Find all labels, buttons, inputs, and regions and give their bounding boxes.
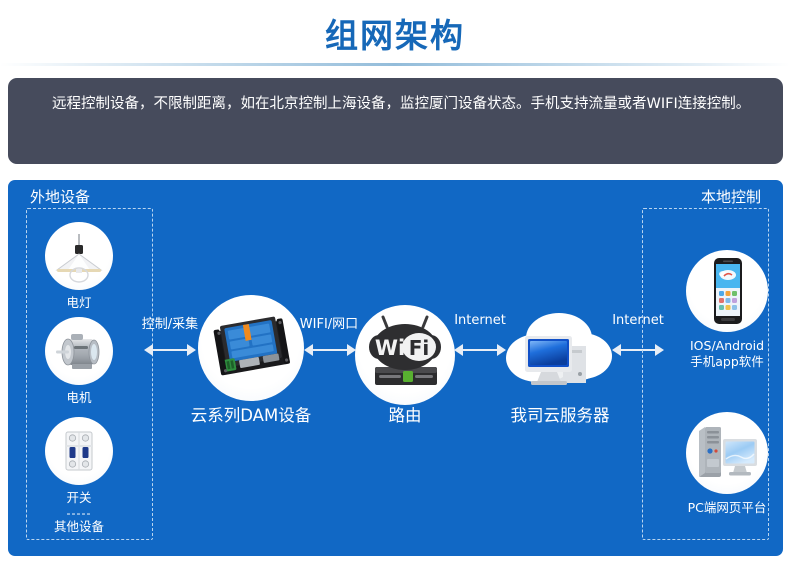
desktop-pc-glyph	[699, 427, 757, 477]
double-arrow-1	[144, 343, 196, 357]
lamp-glyph	[55, 234, 103, 283]
title-divider	[0, 63, 790, 66]
link-label-internet-2: Internet	[612, 313, 664, 328]
lamp-icon	[45, 222, 113, 290]
smartphone-glyph	[714, 258, 742, 324]
dam-device-label: 云系列DAM设备	[190, 406, 312, 425]
motor-label: 电机	[66, 390, 92, 405]
diagram-panel: 外地设备 电灯	[8, 180, 783, 556]
cloud-server-icon	[497, 300, 622, 405]
pc-web-label: PC端网页平台	[687, 500, 767, 515]
svg-text:Fi: Fi	[409, 336, 430, 360]
left-group-title: 外地设备	[30, 188, 91, 206]
page-title: 组网架构	[325, 16, 465, 55]
lamp-label: 电灯	[66, 295, 92, 310]
left-group-box	[26, 208, 153, 540]
cloud-server-glyph	[506, 313, 612, 385]
right-group-box	[642, 208, 769, 540]
switch-label: 开关	[66, 490, 92, 505]
link-label-wifi-lan: WIFI/网口	[299, 317, 359, 332]
dam-board-glyph	[213, 316, 290, 376]
desktop-pc-icon	[686, 412, 768, 494]
right-group-title: 本地控制	[700, 188, 761, 206]
more-devices-label: 其他设备	[53, 519, 104, 534]
switch-icon	[45, 417, 113, 485]
router-label: 路由	[388, 406, 422, 425]
dam-device-icon	[198, 295, 304, 401]
wifi-router-glyph: Wi Fi	[369, 315, 441, 385]
motor-glyph	[56, 334, 100, 369]
link-label-control-collect: 控制/采集	[141, 317, 199, 332]
motor-icon	[45, 317, 113, 385]
breaker-glyph	[65, 431, 93, 471]
double-arrow-2	[304, 343, 356, 357]
mobile-app-label: IOS/Android 手机app软件	[690, 338, 764, 369]
more-devices-divider: -----	[66, 506, 92, 520]
double-arrow-3	[454, 343, 506, 357]
smartphone-icon	[686, 250, 768, 332]
svg-text:Wi: Wi	[375, 336, 405, 360]
cloud-server-label: 我司云服务器	[510, 406, 610, 425]
link-label-internet-1: Internet	[454, 313, 506, 328]
double-arrow-4	[612, 343, 664, 357]
wifi-router-icon: Wi Fi	[355, 305, 455, 405]
description-banner: 远程控制设备，不限制距离，如在北京控制上海设备，监控厦门设备状态。手机支持流量或…	[8, 78, 783, 164]
description-text: 远程控制设备，不限制距离，如在北京控制上海设备，监控厦门设备状态。手机支持流量或…	[52, 96, 751, 112]
